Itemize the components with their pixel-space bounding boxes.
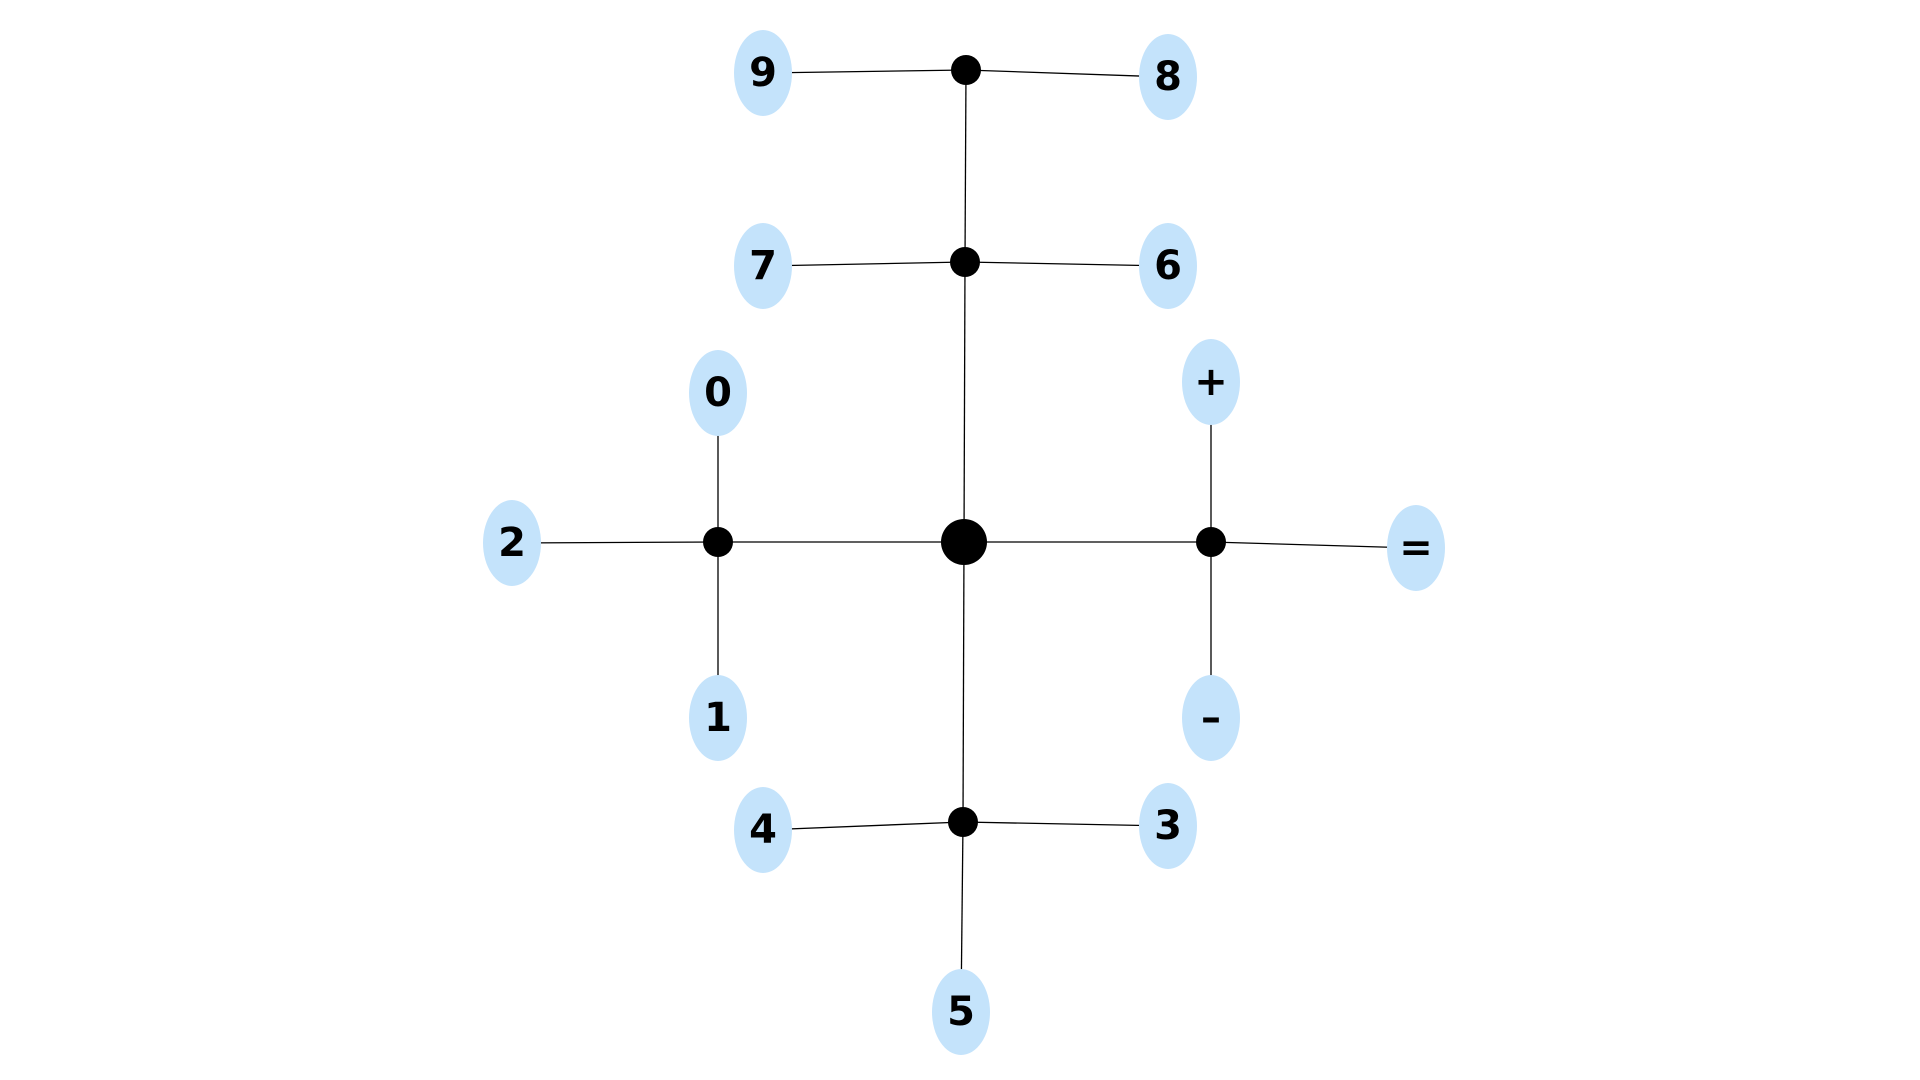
leaf-node-n6: 6: [1139, 223, 1197, 309]
leaves-layer: 9 8 7 6 0 +2 = 1 – 4 3 5: [483, 30, 1445, 1055]
leaf-ellipse: [734, 223, 792, 309]
hub-node-left: [703, 527, 733, 557]
leaf-ellipse: [1139, 34, 1197, 120]
leaf-label: 7: [749, 243, 777, 289]
leaf-node-n4: 4: [734, 787, 792, 873]
leaf-ellipse: [1182, 675, 1240, 761]
edge-h_top-n8: [965, 69, 1169, 78]
edge-h_bottom-n3: [962, 821, 1169, 827]
leaf-label: 0: [704, 370, 732, 416]
leaf-node-n7: 7: [734, 223, 792, 309]
leaf-label: 6: [1154, 243, 1182, 289]
hub-node-bottom: [948, 807, 978, 837]
edge-h_upper-h_center: [963, 261, 966, 543]
edge-n9-h_top: [762, 69, 967, 74]
hub-node-top: [951, 55, 981, 85]
leaf-label: 2: [498, 520, 526, 566]
leaf-label: 8: [1154, 54, 1182, 100]
leaf-label: +: [1194, 359, 1228, 405]
leaf-node-n3: 3: [1139, 783, 1197, 869]
leaf-ellipse: [483, 500, 541, 586]
leaf-node-nminus: –: [1182, 675, 1240, 761]
edge-n4-h_bottom: [762, 821, 964, 831]
hub-node-right: [1196, 527, 1226, 557]
edge-h_top-h_upper: [964, 69, 967, 263]
leaf-node-n5: 5: [932, 969, 990, 1055]
leaf-ellipse: [932, 969, 990, 1055]
leaf-ellipse: [1182, 339, 1240, 425]
hubs-layer: [703, 55, 1226, 837]
edge-h_right-neq: [1210, 541, 1417, 549]
leaf-ellipse: [734, 30, 792, 116]
leaf-label: 9: [749, 50, 777, 96]
leaf-label: 1: [704, 695, 732, 741]
leaf-label: –: [1201, 695, 1221, 741]
leaf-node-n0: 0: [689, 350, 747, 436]
hub-node-center: [941, 519, 987, 565]
leaf-label: 5: [947, 989, 975, 1035]
leaf-node-nplus: +: [1182, 339, 1240, 425]
leaf-ellipse: [734, 787, 792, 873]
leaf-ellipse: [1139, 783, 1197, 869]
leaf-ellipse: [1387, 505, 1445, 591]
leaf-node-n9: 9: [734, 30, 792, 116]
leaf-ellipse: [689, 675, 747, 761]
edge-h_center-h_bottom: [962, 541, 965, 823]
leaf-node-neq: =: [1387, 505, 1445, 591]
leaf-label: 4: [749, 807, 777, 853]
edge-h_upper-n6: [964, 261, 1169, 267]
leaf-label: 3: [1154, 803, 1182, 849]
leaf-ellipse: [1139, 223, 1197, 309]
leaf-ellipse: [689, 350, 747, 436]
leaf-node-n2: 2: [483, 500, 541, 586]
edge-n2-h_left: [511, 541, 719, 544]
leaf-node-n1: 1: [689, 675, 747, 761]
edge-n7-h_upper: [762, 261, 966, 267]
hub-node-upper: [950, 247, 980, 277]
leaf-node-n8: 8: [1139, 34, 1197, 120]
leaf-label: =: [1399, 525, 1433, 571]
